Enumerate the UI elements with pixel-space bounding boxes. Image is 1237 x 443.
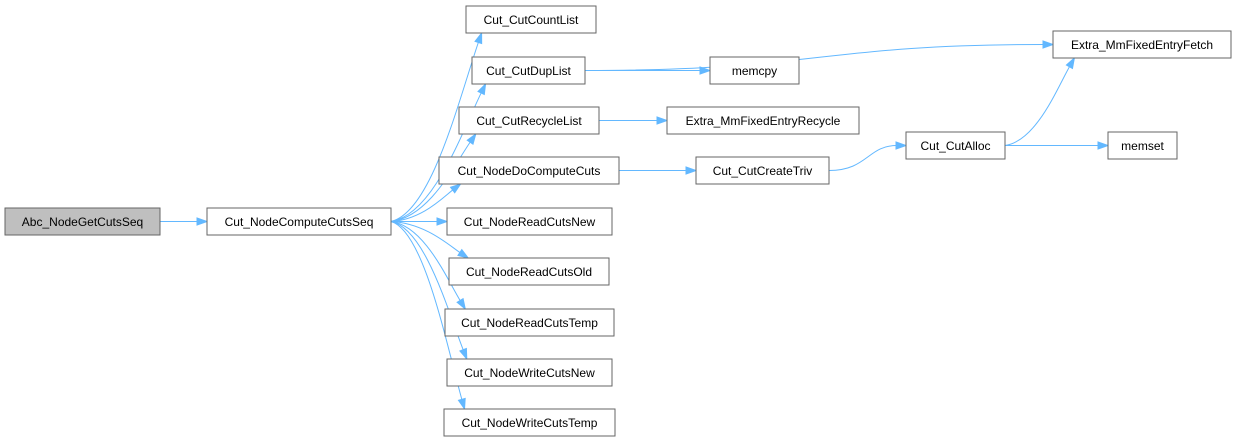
edge-cut_nodecomputecutsseq-to-cut_nodedocomputecuts — [390, 189, 454, 222]
node-cut-nodecomputecutsseq[interactable]: Cut_NodeComputeCutsSeq — [206, 207, 392, 236]
node-label: Cut_CutDupList — [486, 64, 571, 78]
node-cut-nodereadcutsnew[interactable]: Cut_NodeReadCutsNew — [446, 207, 613, 236]
arrowhead — [656, 116, 669, 125]
arrowhead — [895, 141, 908, 150]
edge-cut_cutalloc-to-extra_mmfixedentryfetch — [1004, 65, 1071, 146]
node-cut-cutrecyclelist[interactable]: Cut_CutRecycleList — [458, 106, 600, 135]
edge-cut_nodecomputecutsseq-to-cut_cutrecyclelist — [390, 141, 472, 222]
node-cut-nodewritecutsnew[interactable]: Cut_NodeWriteCutsNew — [446, 358, 613, 387]
node-label: Cut_CutCountList — [484, 13, 579, 27]
node-label: Cut_NodeComputeCutsSeq — [225, 215, 374, 229]
node-label: Cut_NodeWriteCutsNew — [464, 366, 595, 380]
node-cut-nodereadcutsold[interactable]: Cut_NodeReadCutsOld — [448, 257, 610, 286]
arrowhead — [457, 248, 470, 259]
edge-cut_nodecomputecutsseq-to-cut_nodereadcutstemp — [390, 221, 462, 302]
node-cut-nodereadcutstemp[interactable]: Cut_NodeReadCutsTemp — [444, 308, 615, 337]
node-label: Cut_NodeReadCutsNew — [464, 215, 596, 229]
node-abc-nodegetcutsseq[interactable]: Abc_NodeGetCutsSeq — [4, 207, 161, 236]
edge-cut_cutduplist-to-extra_mmfixedentryfetch — [584, 44, 1045, 71]
node-cut-nodewritecutstemp[interactable]: Cut_NodeWriteCutsTemp — [443, 408, 616, 437]
node-label: Abc_NodeGetCutsSeq — [22, 215, 143, 229]
arrowhead — [1097, 141, 1110, 150]
node-extra-mmfixedentryrecycle[interactable]: Extra_MmFixedEntryRecycle — [666, 106, 860, 135]
edge-cut_nodecomputecutsseq-to-cut_nodereadcutsold — [390, 221, 461, 254]
node-memset[interactable]: memset — [1107, 131, 1178, 160]
arrowhead — [466, 132, 477, 146]
edge-cut_nodecomputecutsseq-to-cut_cutcountlist — [390, 41, 480, 222]
node-cut-cutcountlist[interactable]: Cut_CutCountList — [465, 5, 597, 34]
node-cut-cutduplist[interactable]: Cut_CutDupList — [471, 56, 586, 85]
arrowhead — [459, 347, 468, 361]
node-label: Cut_CutCreateTriv — [713, 164, 813, 178]
node-label: memcpy — [732, 64, 777, 78]
arrowhead — [699, 66, 712, 75]
node-label: Cut_NodeReadCutsOld — [466, 265, 592, 279]
node-cut-nodedocomputecuts[interactable]: Cut_NodeDoComputeCuts — [438, 156, 620, 185]
arrowhead — [477, 82, 487, 96]
edges-layer — [160, 31, 1110, 411]
node-label: Extra_MmFixedEntryFetch — [1071, 38, 1213, 52]
arrowhead — [1042, 40, 1055, 49]
arrowhead — [436, 217, 449, 226]
edge-cut_cutcreatetriv-to-cut_cutalloc — [828, 145, 898, 171]
node-memcpy[interactable]: memcpy — [709, 56, 800, 85]
node-label: Cut_NodeDoComputeCuts — [458, 164, 601, 178]
node-label: Cut_NodeReadCutsTemp — [461, 316, 598, 330]
arrowhead — [474, 31, 483, 45]
node-label: Cut_CutRecycleList — [476, 114, 582, 128]
arrowhead — [457, 397, 466, 411]
node-label: Extra_MmFixedEntryRecycle — [686, 114, 841, 128]
arrowhead — [685, 166, 698, 175]
node-label: Cut_NodeWriteCutsTemp — [462, 416, 598, 430]
node-extra-mmfixedentryfetch[interactable]: Extra_MmFixedEntryFetch — [1052, 30, 1232, 59]
arrowhead — [1065, 56, 1076, 70]
arrowhead — [449, 183, 462, 194]
node-label: memset — [1121, 139, 1164, 153]
arrowhead — [196, 217, 209, 226]
node-cut-cutalloc[interactable]: Cut_CutAlloc — [905, 131, 1006, 160]
node-cut-cutcreatetriv[interactable]: Cut_CutCreateTriv — [695, 156, 830, 185]
node-label: Cut_CutAlloc — [920, 139, 990, 153]
arrowhead — [456, 297, 467, 311]
